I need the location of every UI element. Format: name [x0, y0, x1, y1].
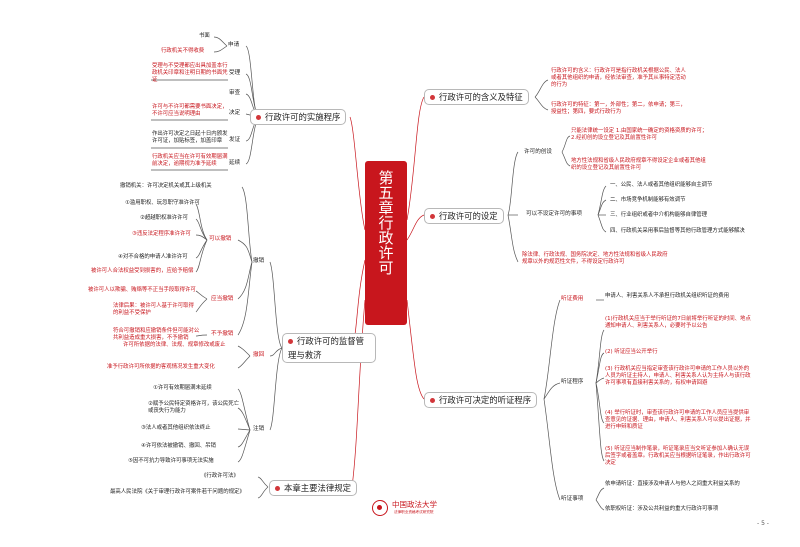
step-review: 审查	[229, 90, 241, 96]
law-item-2: 最高人民法院《关于审理行政许可案件若干问题的规定》	[110, 489, 245, 495]
no-setting-item-1: 一、公民、法人或者其他组织能够自主调节	[610, 182, 713, 188]
apply-note-fee: 行政机关不得收费	[161, 48, 205, 54]
node-meaning: 行政许可的含义及特征	[424, 89, 529, 105]
node-bullet-icon	[430, 398, 435, 403]
chapter-title: 第五章 行政许可	[365, 161, 407, 325]
withdraw-item-2: 准予行政许可所依据的客观情况发生重大变化	[107, 364, 215, 370]
node-bullet-icon	[275, 486, 280, 491]
node-supervision: 行政许可的监督管理与救济	[282, 333, 376, 363]
setting-note: 除法律、行政法规、国务院决定、地方性法规和省级人民政府规章以外的规范性文件，不得…	[522, 252, 668, 266]
node-setting: 行政许可的设定	[424, 208, 504, 224]
matters-item-2: 依职权听证：涉及公共利益的重大行政许可事项	[605, 506, 719, 512]
hearing-proc-4: (4) 举行听证时，审查该行政许可申请的工作人员应当提供审查意见的证据、理由，申…	[605, 410, 751, 431]
cancel-item-2: ②赋予公民特定资格许可，该公民死亡或丧失行为能力	[148, 401, 240, 415]
can-revoke-item-4: ④对不合格的申请人准许许可	[118, 254, 188, 260]
cancel-label: 注销	[253, 426, 265, 432]
logo-subtitle: 法律职业资格考试研究院	[394, 510, 434, 514]
step-extend: 延续	[229, 160, 241, 166]
can-revoke-item-3: ③违反法定程序准许许可	[132, 231, 191, 237]
procedure-label: 听证程序	[561, 379, 584, 385]
node-procedure: 行政许可的实施程序	[250, 109, 347, 125]
node-laws: 本章主要法律规定	[269, 480, 357, 496]
no-setting-label: 可以不设定许可的事项	[526, 211, 582, 217]
matters-item-1: 依申请听证：直接涉及申请人与他人之间重大利益关系的	[605, 481, 740, 487]
revoke-label: 撤销	[253, 258, 265, 264]
node-bullet-icon	[288, 339, 293, 344]
step-accept: 受理	[229, 70, 241, 76]
step-apply: 申请	[228, 42, 240, 48]
apply-note-written: 书面	[199, 33, 210, 39]
issue-note: 作出许可决定之日起十日内颁发许可证，加贴标签，加盖印章	[152, 131, 228, 145]
step-issue: 发证	[229, 137, 241, 143]
hearing-proc-3: (3) 行政机关应当指定审查该行政许可申请的工作人员以外的人员为听证主持人，申请…	[605, 366, 751, 387]
decide-note: 许可与不许可都需要书面决定，不许可应当说明理由	[152, 104, 228, 118]
matters-label: 听证事项	[561, 496, 584, 502]
university-logo: 中国政法大学 法律职业资格考试研究院	[372, 499, 454, 519]
cancel-item-3: ③法人或者其他组织依法终止	[141, 425, 211, 431]
no-setting-item-3: 三、行业组织或者中介机构能够自律管理	[610, 212, 708, 218]
accept-note: 受理与不受理都应出具加盖本行政机关印章和注明日期的书面凭证	[152, 63, 228, 84]
should-revoke-item-1: 被许可人以欺骗、贿赂等不正当手段取得许可	[88, 287, 196, 293]
no-setting-item-2: 二、市场竞争机制能够有效调节	[610, 197, 686, 203]
hearing-proc-1: (1)行政机关应当于举行听证的7日前将举行听证的时间、地点通知申请人、利害关系人…	[605, 316, 751, 330]
node-bullet-icon	[430, 95, 435, 100]
logo-name: 中国政法大学	[392, 500, 437, 509]
can-revoke-item-2: ②超越职权准许许可	[140, 215, 188, 221]
can-revoke-item-1: ①滥用职权、玩忽职守准许许可	[125, 200, 200, 206]
withdraw-label: 撤回	[253, 352, 265, 358]
withdraw-item-1: 许可所依据的法律、法规、规章修改或废止	[123, 342, 226, 348]
meaning-definition: 行政许可的含义：行政许可是指行政机关根据公民、法人或者其他组织的申请，经依法审查…	[551, 68, 686, 89]
law-item-1: 《行政许可法》	[201, 473, 239, 479]
seal-icon	[372, 500, 388, 516]
step-decide: 决定	[229, 110, 241, 116]
not-revoke-note: 符合可撤销和应撤销条件但可能对公共利益造成重大损害，不予撤销	[113, 328, 200, 342]
node-bullet-icon	[256, 115, 261, 120]
can-revoke-note: 被许可人合法权益受到损害的，应给予赔偿	[91, 268, 194, 274]
cancel-item-5: ⑤因不可抗力导致许可事项无法实施	[128, 458, 214, 464]
should-revoke-label: 应当撤销	[211, 296, 234, 302]
node-bullet-icon	[430, 214, 435, 219]
revoke-organ: 撤销机关：许可决定机关或其上级机关	[120, 183, 212, 189]
hearing-proc-2: (2) 听证应当公开举行	[605, 349, 658, 355]
extend-note: 行政机关应当在许可有效期届满前决定，逾期视为准予延续	[152, 154, 228, 168]
node-hearing: 行政许可决定的听证程序	[424, 392, 538, 408]
page-number: - 5 -	[757, 520, 769, 527]
creation-label: 许可的创设	[524, 149, 552, 155]
not-revoke-label: 不予撤销	[211, 331, 234, 337]
creation-item-2: 地方性法规和省级人民政府规章不得设定企业或者其他组织的设立登记及其前置性许可	[571, 158, 706, 172]
fee-label: 听证费用	[561, 296, 584, 302]
fee-text: 申请人、利害关系人不承担行政机关组织听证的费用	[605, 293, 729, 299]
should-revoke-item-2: 法律后果：被许可人基于许可取得的利益不受保护	[113, 303, 194, 317]
no-setting-item-4: 四、行政机关采用事后监督等其他行政管理方式能够解决	[610, 228, 745, 234]
meaning-features: 行政许可的特征：第一，外部性；第二，依申请；第三，授益性；第四，要式行政行为	[551, 102, 686, 116]
hearing-proc-5: (5) 听证应当制作笔录，听证笔录应当交听证参加人确认无误后签字或者盖章。行政机…	[605, 446, 751, 467]
cancel-item-4: ④许可依法被撤销、撤回、吊销	[141, 443, 216, 449]
can-revoke-label: 可以撤销	[209, 236, 232, 242]
cancel-item-1: ①许可有效期届满未延续	[153, 385, 212, 391]
creation-item-1: 只能法律统一设定 1.由国家统一确定的资格资质的许可；2.经初创的设立登记及其前…	[571, 128, 708, 142]
